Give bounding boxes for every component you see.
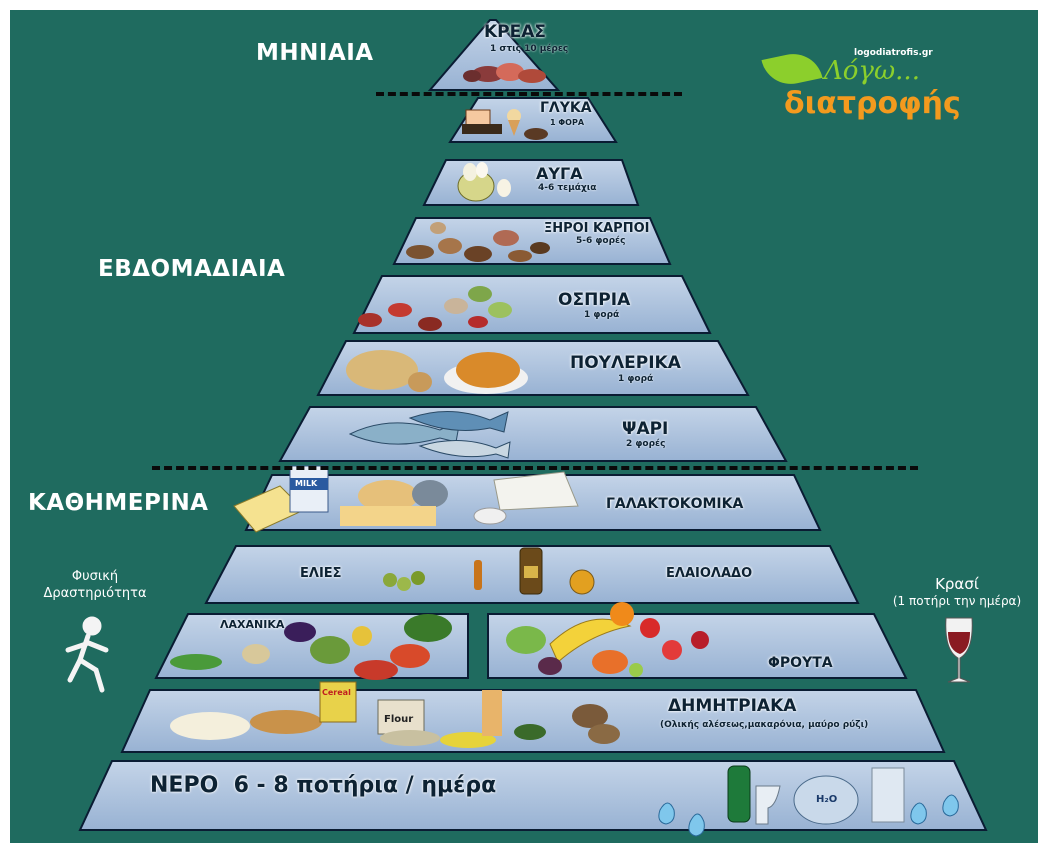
nuts-label: ΞΗΡΟΙ ΚΑΡΠΟΙ — [544, 221, 650, 236]
tier-fish-shape — [278, 406, 788, 462]
logo-leaf-icon — [761, 48, 823, 90]
meat-sub: 1 στις 10 μέρες — [490, 44, 569, 54]
nuts-illustration — [406, 222, 550, 262]
water-label: ΝΕΡΟ 6 - 8 ποτήρια / ημέρα — [150, 773, 497, 798]
olive-oil-label: ΕΛΑΙΟΛΑΔΟ — [666, 566, 753, 581]
dairy-label: ΓΑΛΑΚΤΟΚΟΜΙΚΑ — [606, 496, 744, 512]
weekly-label: ΕΒΔΟΜΑΔΙΑΙΑ — [98, 256, 286, 282]
physical-activity-note: Φυσική Δραστηριότητα — [30, 568, 160, 602]
monthly-label: ΜΗΝΙΑΙΑ — [256, 40, 374, 66]
cereals-sub: (Ολικής αλέσεως,μακαρόνια, μαύρο ρύζι) — [660, 720, 869, 730]
sweets-sub: 1 ΦΟΡΑ — [550, 118, 585, 127]
meat-illustration — [463, 63, 546, 83]
logo-line2: διατροφής — [784, 86, 961, 121]
legumes-illustration — [358, 286, 512, 331]
cereal-box-label: Cereal — [322, 688, 351, 697]
weekly-daily-divider — [152, 466, 918, 470]
olives-oil-illustration — [383, 547, 595, 595]
water-illustration — [727, 765, 905, 825]
runner-icon — [65, 616, 109, 693]
eggs-label: ΑΥΓΑ — [536, 164, 583, 183]
cereals-label: ΔΗΜΗΤΡΙΑΚΑ — [668, 696, 797, 716]
eggs-illustration — [457, 162, 511, 202]
sweets-label: ΓΛΥΚΑ — [540, 100, 592, 116]
legumes-sub: 1 φορά — [584, 310, 620, 320]
logo-url: logodiatrofis.gr — [854, 48, 933, 58]
tier-eggs-shape — [422, 159, 640, 206]
water-jug-label: H₂O — [816, 794, 838, 805]
poultry-sub: 1 φορά — [618, 374, 654, 384]
eggs-sub: 4-6 τεμάχια — [538, 183, 597, 193]
cereals-illustration — [170, 681, 620, 748]
poultry-label: ΠΟΥΛΕΡΙΚΑ — [570, 353, 681, 373]
poultry-illustration — [346, 350, 528, 394]
wine-note: Κρασί (1 ποτήρι την ημέρα) — [876, 576, 1038, 610]
vegetables-label: ΛΑΧΑΝΙΚΑ — [220, 618, 285, 631]
flour-bag-label: Flour — [384, 714, 414, 725]
milk-carton-label: MILK — [295, 479, 318, 488]
fish-sub: 2 φορές — [626, 439, 666, 449]
activity-line1: Φυσική — [71, 569, 119, 584]
fruits-illustration — [506, 602, 709, 677]
wine-line2: (1 ποτήρι την ημέρα) — [892, 594, 1022, 608]
wine-glass-icon — [945, 617, 973, 683]
meat-label: ΚΡΕΑΣ — [484, 22, 547, 42]
tier-nuts-shape — [392, 217, 672, 265]
fish-illustration — [348, 411, 511, 459]
fruits-label: ΦΡΟΥΤΑ — [768, 655, 833, 671]
vegetables-illustration — [170, 614, 452, 680]
food-pyramid-poster: ΜΗΝΙΑΙΑ ΕΒΔΟΜΑΔΙΑΙΑ ΚΑΘΗΜΕΡΙΝΑ ΚΡΕΑΣ 1 σ… — [10, 10, 1038, 843]
logo-line1: Λόγω... — [824, 56, 920, 86]
wine-line1: Κρασί — [935, 575, 979, 593]
legumes-label: ΟΣΠΡΙΑ — [558, 290, 631, 310]
sweets-illustration — [462, 109, 548, 140]
logo: logodiatrofis.gr Λόγω... διατροφής — [758, 48, 998, 128]
olives-label: ΕΛΙΕΣ — [300, 566, 342, 581]
fish-label: ΨΑΡΙ — [622, 419, 669, 439]
tier-legumes-shape — [352, 275, 712, 334]
nuts-sub: 5-6 φορές — [576, 236, 626, 246]
activity-line2: Δραστηριότητα — [43, 586, 147, 601]
dairy-illustration — [233, 465, 579, 533]
pyramid-svg — [65, 19, 988, 837]
daily-label: ΚΑΘΗΜΕΡΙΝΑ — [28, 490, 209, 516]
water-drops — [658, 794, 959, 837]
monthly-weekly-divider — [376, 92, 682, 96]
